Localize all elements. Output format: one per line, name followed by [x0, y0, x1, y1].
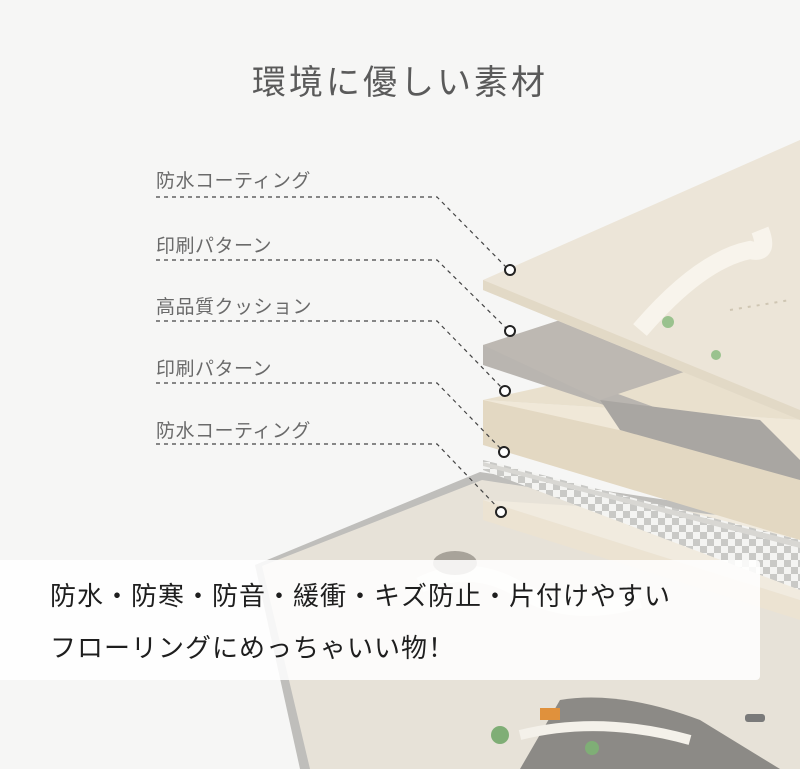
layer-label-3: 高品質クッション	[156, 296, 313, 318]
leader-lines	[156, 196, 509, 512]
layer-dot-4	[498, 446, 510, 458]
layer-4-pattern	[483, 460, 800, 590]
layer-label-5: 防水コーティング	[156, 420, 311, 442]
leader-dots	[495, 264, 516, 518]
layer-dot-2	[504, 325, 516, 337]
layer-label-1: 防水コーティング	[156, 170, 311, 192]
layer-label-4: 印刷パターン	[156, 358, 273, 380]
leader-line-1	[156, 196, 509, 270]
layer-dot-3	[499, 385, 511, 397]
leader-line-5	[156, 443, 502, 512]
tagline-features: 防水・防寒・防音・緩衝・キズ防止・片付けやすい	[50, 582, 672, 612]
leader-line-3	[156, 320, 505, 391]
tagline-banner	[0, 560, 760, 680]
layer-label-2: 印刷パターン	[156, 235, 273, 257]
layer-dot-1	[504, 264, 516, 276]
page-title: 環境に優しい素材	[252, 63, 548, 103]
layer-dot-5	[495, 506, 507, 518]
layer-1-coating	[483, 140, 800, 420]
leader-line-2	[156, 259, 509, 331]
tagline-flooring: フローリングにめっちゃいい物！	[50, 634, 456, 664]
leader-line-4	[156, 382, 504, 452]
